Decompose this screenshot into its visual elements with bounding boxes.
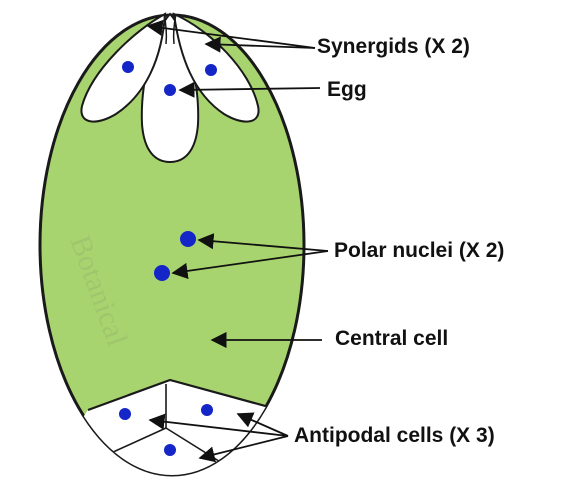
polar-nucleus-lower bbox=[154, 265, 170, 281]
label-egg: Egg bbox=[327, 79, 367, 100]
polar-nucleus-upper bbox=[180, 231, 196, 247]
label-polar-nuclei: Polar nuclei (X 2) bbox=[334, 240, 504, 261]
synergid-left-nucleus bbox=[122, 61, 134, 73]
synergid-right-nucleus bbox=[205, 64, 217, 76]
egg-nucleus bbox=[164, 84, 176, 96]
label-central-cell: Central cell bbox=[335, 328, 448, 349]
antipodal-nucleus-right bbox=[201, 404, 213, 416]
label-synergids: Synergids (X 2) bbox=[317, 36, 470, 57]
antipodal-nucleus-bottom bbox=[164, 444, 176, 456]
antipodal-nucleus-left bbox=[119, 408, 131, 420]
label-antipodal-cells: Antipodal cells (X 3) bbox=[294, 425, 495, 446]
